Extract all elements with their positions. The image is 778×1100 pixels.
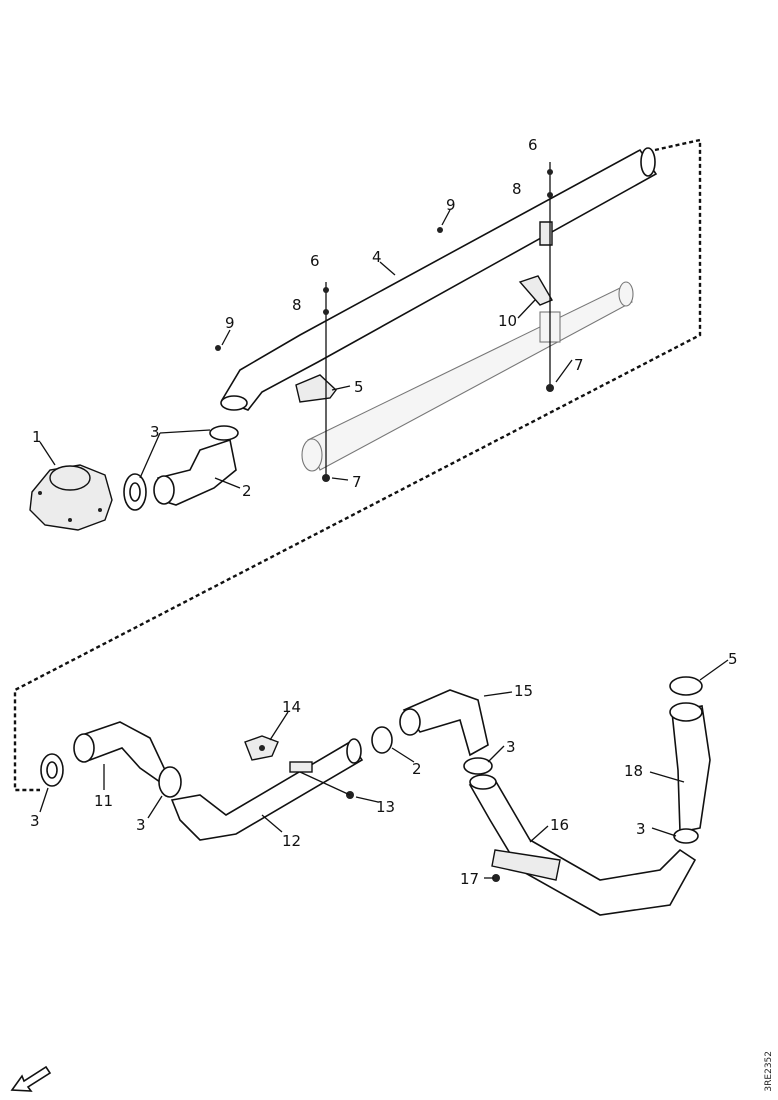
sensor-14 — [244, 735, 279, 761]
hose-18 — [669, 676, 711, 844]
callout-16: 16 — [550, 816, 569, 834]
callout-7: 7 — [574, 356, 584, 374]
pipe-16 — [468, 774, 697, 916]
pipe-12 — [170, 738, 364, 841]
callout-7: 7 — [352, 473, 362, 491]
callout-9: 9 — [225, 314, 235, 332]
callout-5: 5 — [354, 378, 364, 396]
lower-left-gasket — [40, 753, 64, 787]
callout-13: 13 — [376, 798, 395, 816]
callout-3: 3 — [136, 816, 146, 834]
callout-6: 6 — [528, 136, 538, 154]
callout-numbers: 1 3 2 9 6 8 4 5 7 6 8 9 10 7 3 11 3 12 1… — [30, 136, 738, 888]
callout-8: 8 — [292, 296, 302, 314]
front-direction-arrow-icon — [10, 1065, 52, 1092]
upper-leader-lines — [39, 209, 573, 489]
continuation-dashed-line — [13, 138, 702, 792]
callout-3: 3 — [30, 812, 40, 830]
callout-5: 5 — [728, 650, 738, 668]
fastener-lines — [215, 162, 554, 482]
callout-10: 10 — [498, 312, 517, 330]
upper-gasket-and-elbow — [123, 425, 239, 511]
callout-2: 2 — [412, 760, 422, 778]
callout-15: 15 — [514, 682, 533, 700]
callout-2: 2 — [242, 482, 252, 500]
reference-code: 3RE2352 — [764, 1051, 774, 1092]
callout-17: 17 — [460, 870, 479, 888]
callout-18: 18 — [624, 762, 643, 780]
callout-6: 6 — [310, 252, 320, 270]
callout-3: 3 — [506, 738, 516, 756]
callout-11: 11 — [94, 792, 113, 810]
callout-9: 9 — [446, 196, 456, 214]
callout-12: 12 — [282, 832, 301, 850]
lower-fasteners — [299, 771, 500, 882]
callout-4: 4 — [372, 248, 382, 266]
background-pipe — [301, 281, 634, 472]
hose-15 — [399, 689, 489, 757]
callout-1: 1 — [32, 428, 42, 446]
callout-8: 8 — [512, 180, 522, 198]
callout-3: 3 — [636, 820, 646, 838]
lower-leader-lines — [39, 659, 729, 879]
upper-long-pipe — [220, 147, 658, 411]
hose-11 — [73, 721, 166, 784]
gasket-3-mid — [463, 757, 493, 775]
callout-14: 14 — [282, 698, 301, 716]
lower-gasket-a — [158, 766, 182, 798]
thermostat-housing — [29, 464, 113, 531]
gasket-2-lower — [371, 726, 393, 754]
callout-3: 3 — [150, 423, 160, 441]
